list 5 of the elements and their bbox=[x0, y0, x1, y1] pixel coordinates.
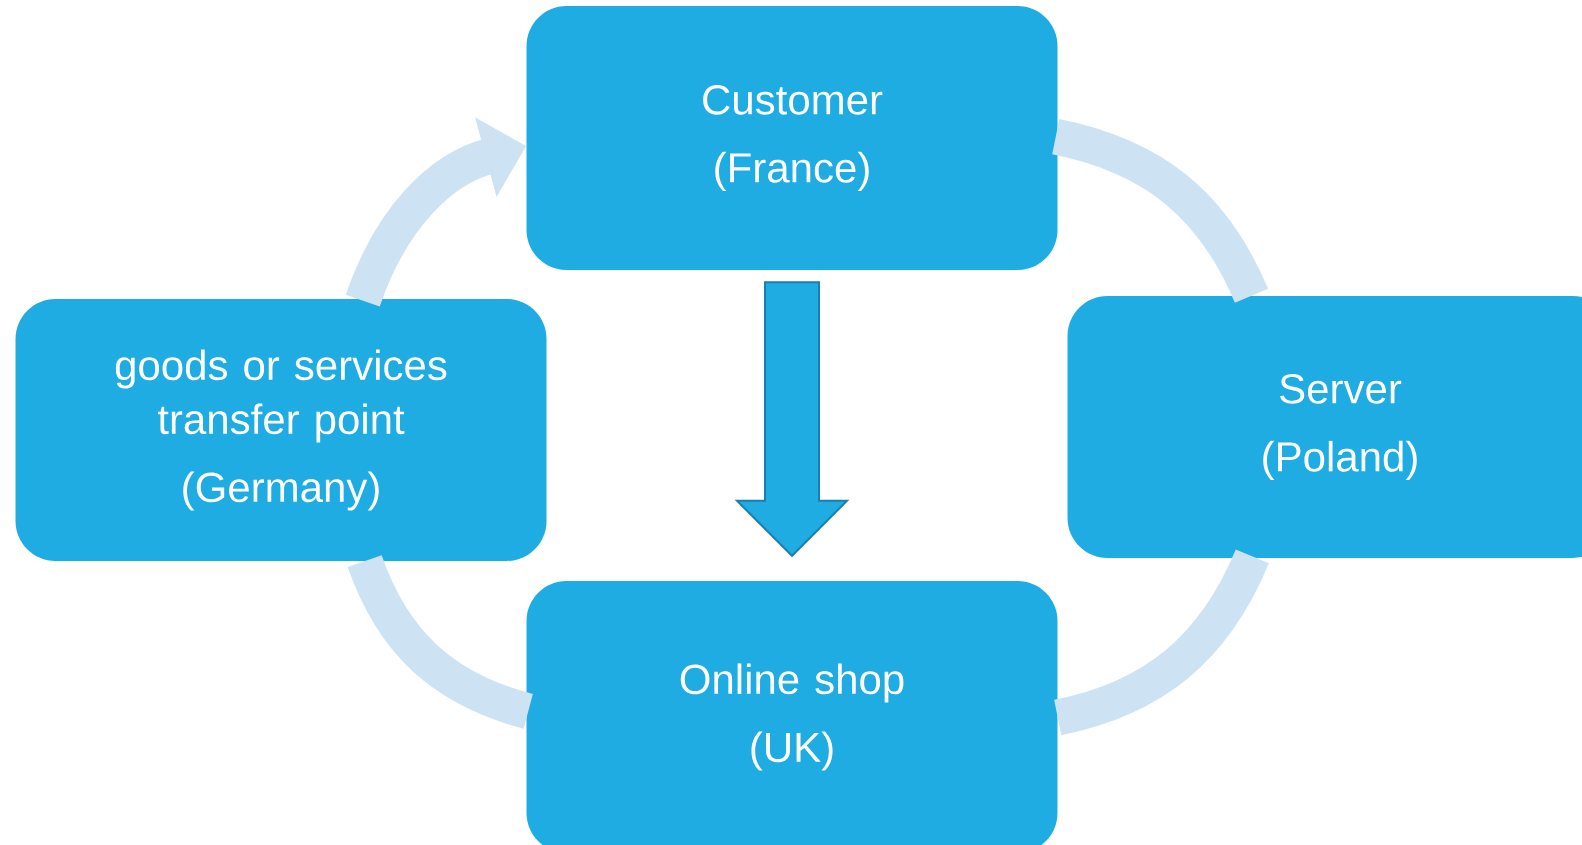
process-box: Server (Poland) bbox=[1067, 296, 1582, 558]
process-box: goods or services transfer point (Germany) bbox=[15, 299, 547, 561]
process-box: Customer (France) bbox=[526, 6, 1058, 270]
block-arrow bbox=[734, 281, 850, 558]
process-box: Online shop (UK) bbox=[526, 581, 1058, 845]
